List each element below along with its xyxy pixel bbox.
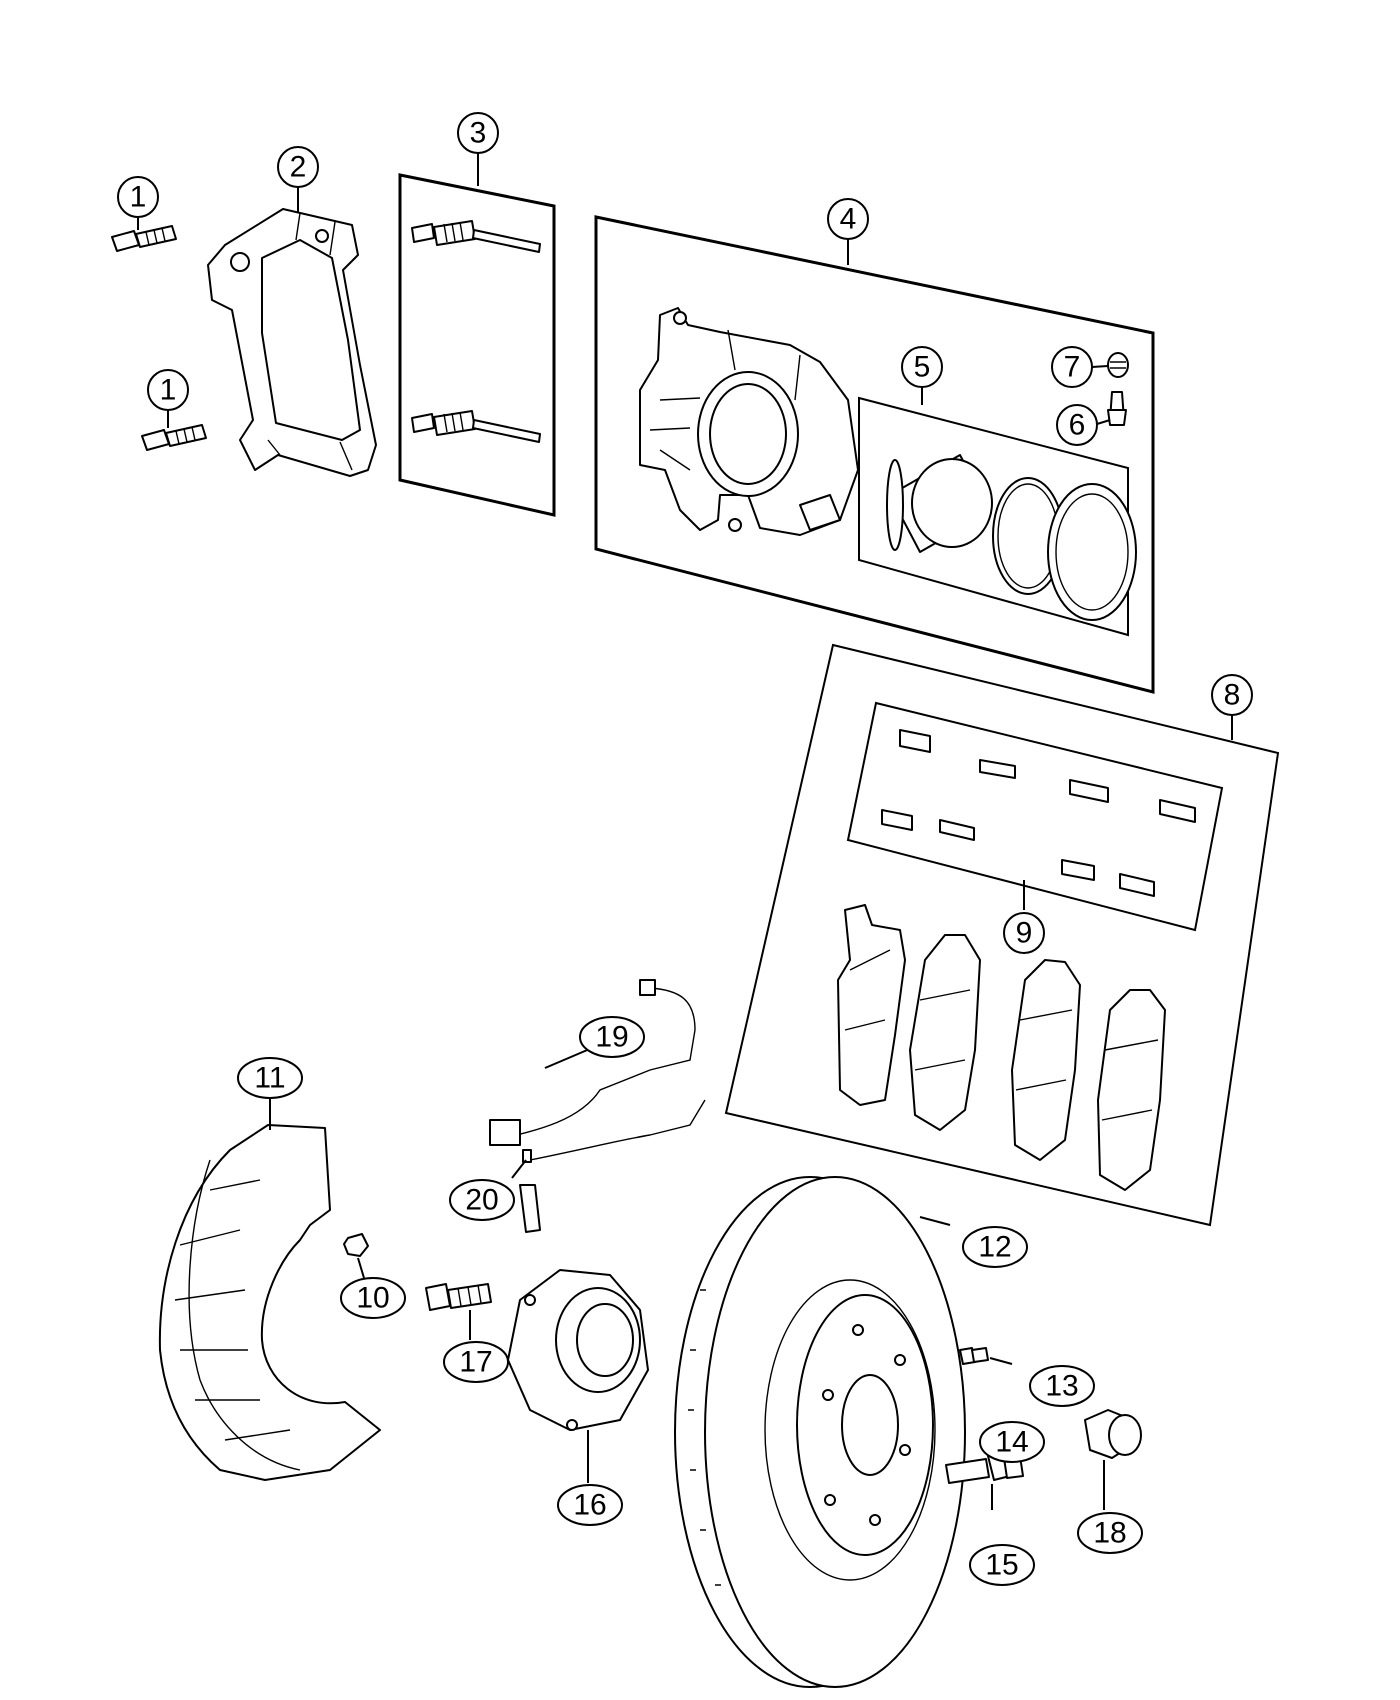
- svg-text:13: 13: [1045, 1370, 1078, 1403]
- svg-text:11: 11: [254, 1062, 285, 1095]
- brake-pad-2: [909, 934, 981, 1131]
- callout-7: 7: [1051, 346, 1093, 388]
- svg-text:7: 7: [1064, 351, 1081, 384]
- caliper-adapter-bracket: [207, 208, 377, 477]
- callout-1-upper: 1: [117, 176, 159, 218]
- brake-caliper-housing: [639, 307, 859, 536]
- slide-pin-upper: [411, 220, 541, 253]
- brake-pad-3: [1011, 959, 1081, 1161]
- piston-seal-kit-box: [858, 396, 1129, 637]
- brake-pad-1: [837, 904, 906, 1106]
- svg-text:6: 6: [1069, 409, 1086, 442]
- brake-dust-shield: [158, 1124, 381, 1481]
- brake-pad-4: [1097, 989, 1166, 1191]
- svg-text:4: 4: [840, 203, 857, 236]
- wheel-stud: [425, 1283, 492, 1311]
- callout-20: 20: [449, 1179, 515, 1221]
- shield-fastener: [343, 1233, 369, 1257]
- callout-19: 19: [579, 1016, 645, 1058]
- slide-pin-kit-box: [398, 173, 556, 517]
- callout-13: 13: [1029, 1365, 1095, 1407]
- svg-text:17: 17: [459, 1346, 492, 1379]
- svg-text:8: 8: [1224, 679, 1241, 712]
- svg-text:10: 10: [356, 1282, 389, 1315]
- svg-text:2: 2: [290, 151, 307, 184]
- svg-text:15: 15: [985, 1549, 1018, 1582]
- callout-18: 18: [1077, 1512, 1143, 1554]
- caliper-piston: [886, 454, 993, 553]
- svg-text:16: 16: [573, 1489, 606, 1522]
- callout-4: 4: [827, 198, 869, 240]
- svg-text:20: 20: [465, 1184, 498, 1217]
- callout-10: 10: [340, 1277, 406, 1319]
- callout-15: 15: [969, 1544, 1035, 1586]
- svg-text:1: 1: [130, 181, 147, 214]
- svg-text:1: 1: [160, 374, 177, 407]
- callout-6: 6: [1056, 404, 1098, 446]
- svg-text:18: 18: [1093, 1517, 1126, 1550]
- callout-9: 9: [1003, 912, 1045, 954]
- svg-text:19: 19: [595, 1021, 628, 1054]
- callout-1-lower: 1: [147, 369, 189, 411]
- bleeder-screw: [1107, 391, 1127, 426]
- hub-bearing-assembly: [507, 1269, 649, 1431]
- caliper-assembly-box: [594, 215, 1155, 694]
- svg-text:3: 3: [470, 117, 487, 150]
- axle-hub-nut: [1084, 1409, 1142, 1459]
- caliper-bolt-lower: [141, 424, 207, 451]
- callout-2: 2: [277, 146, 319, 188]
- brake-pad-kit-box: [724, 643, 1280, 1227]
- brake-rotor: [674, 1176, 966, 1688]
- pad-hardware-box: [846, 701, 1224, 932]
- svg-text:5: 5: [914, 351, 931, 384]
- sensor-clip: [522, 1149, 532, 1163]
- callout-17: 17: [443, 1341, 509, 1383]
- slide-pin-lower: [411, 410, 541, 443]
- callout-11: 11: [237, 1057, 303, 1099]
- caliper-bolt-upper: [111, 225, 177, 252]
- piston-seal-rings: [992, 477, 1137, 621]
- callout-5: 5: [901, 346, 943, 388]
- svg-text:14: 14: [995, 1426, 1028, 1459]
- callout-12: 12: [962, 1226, 1028, 1268]
- svg-text:12: 12: [978, 1231, 1011, 1264]
- callout-8: 8: [1211, 674, 1253, 716]
- svg-text:9: 9: [1016, 917, 1033, 950]
- callout-14: 14: [979, 1421, 1045, 1463]
- callout-3: 3: [457, 112, 499, 154]
- bleeder-cap: [1107, 352, 1129, 378]
- wear-sensor-wire: [489, 979, 706, 1233]
- rotor-retaining-screw: [959, 1347, 989, 1365]
- callout-16: 16: [557, 1484, 623, 1526]
- pad-hardware-clips: [881, 729, 1196, 897]
